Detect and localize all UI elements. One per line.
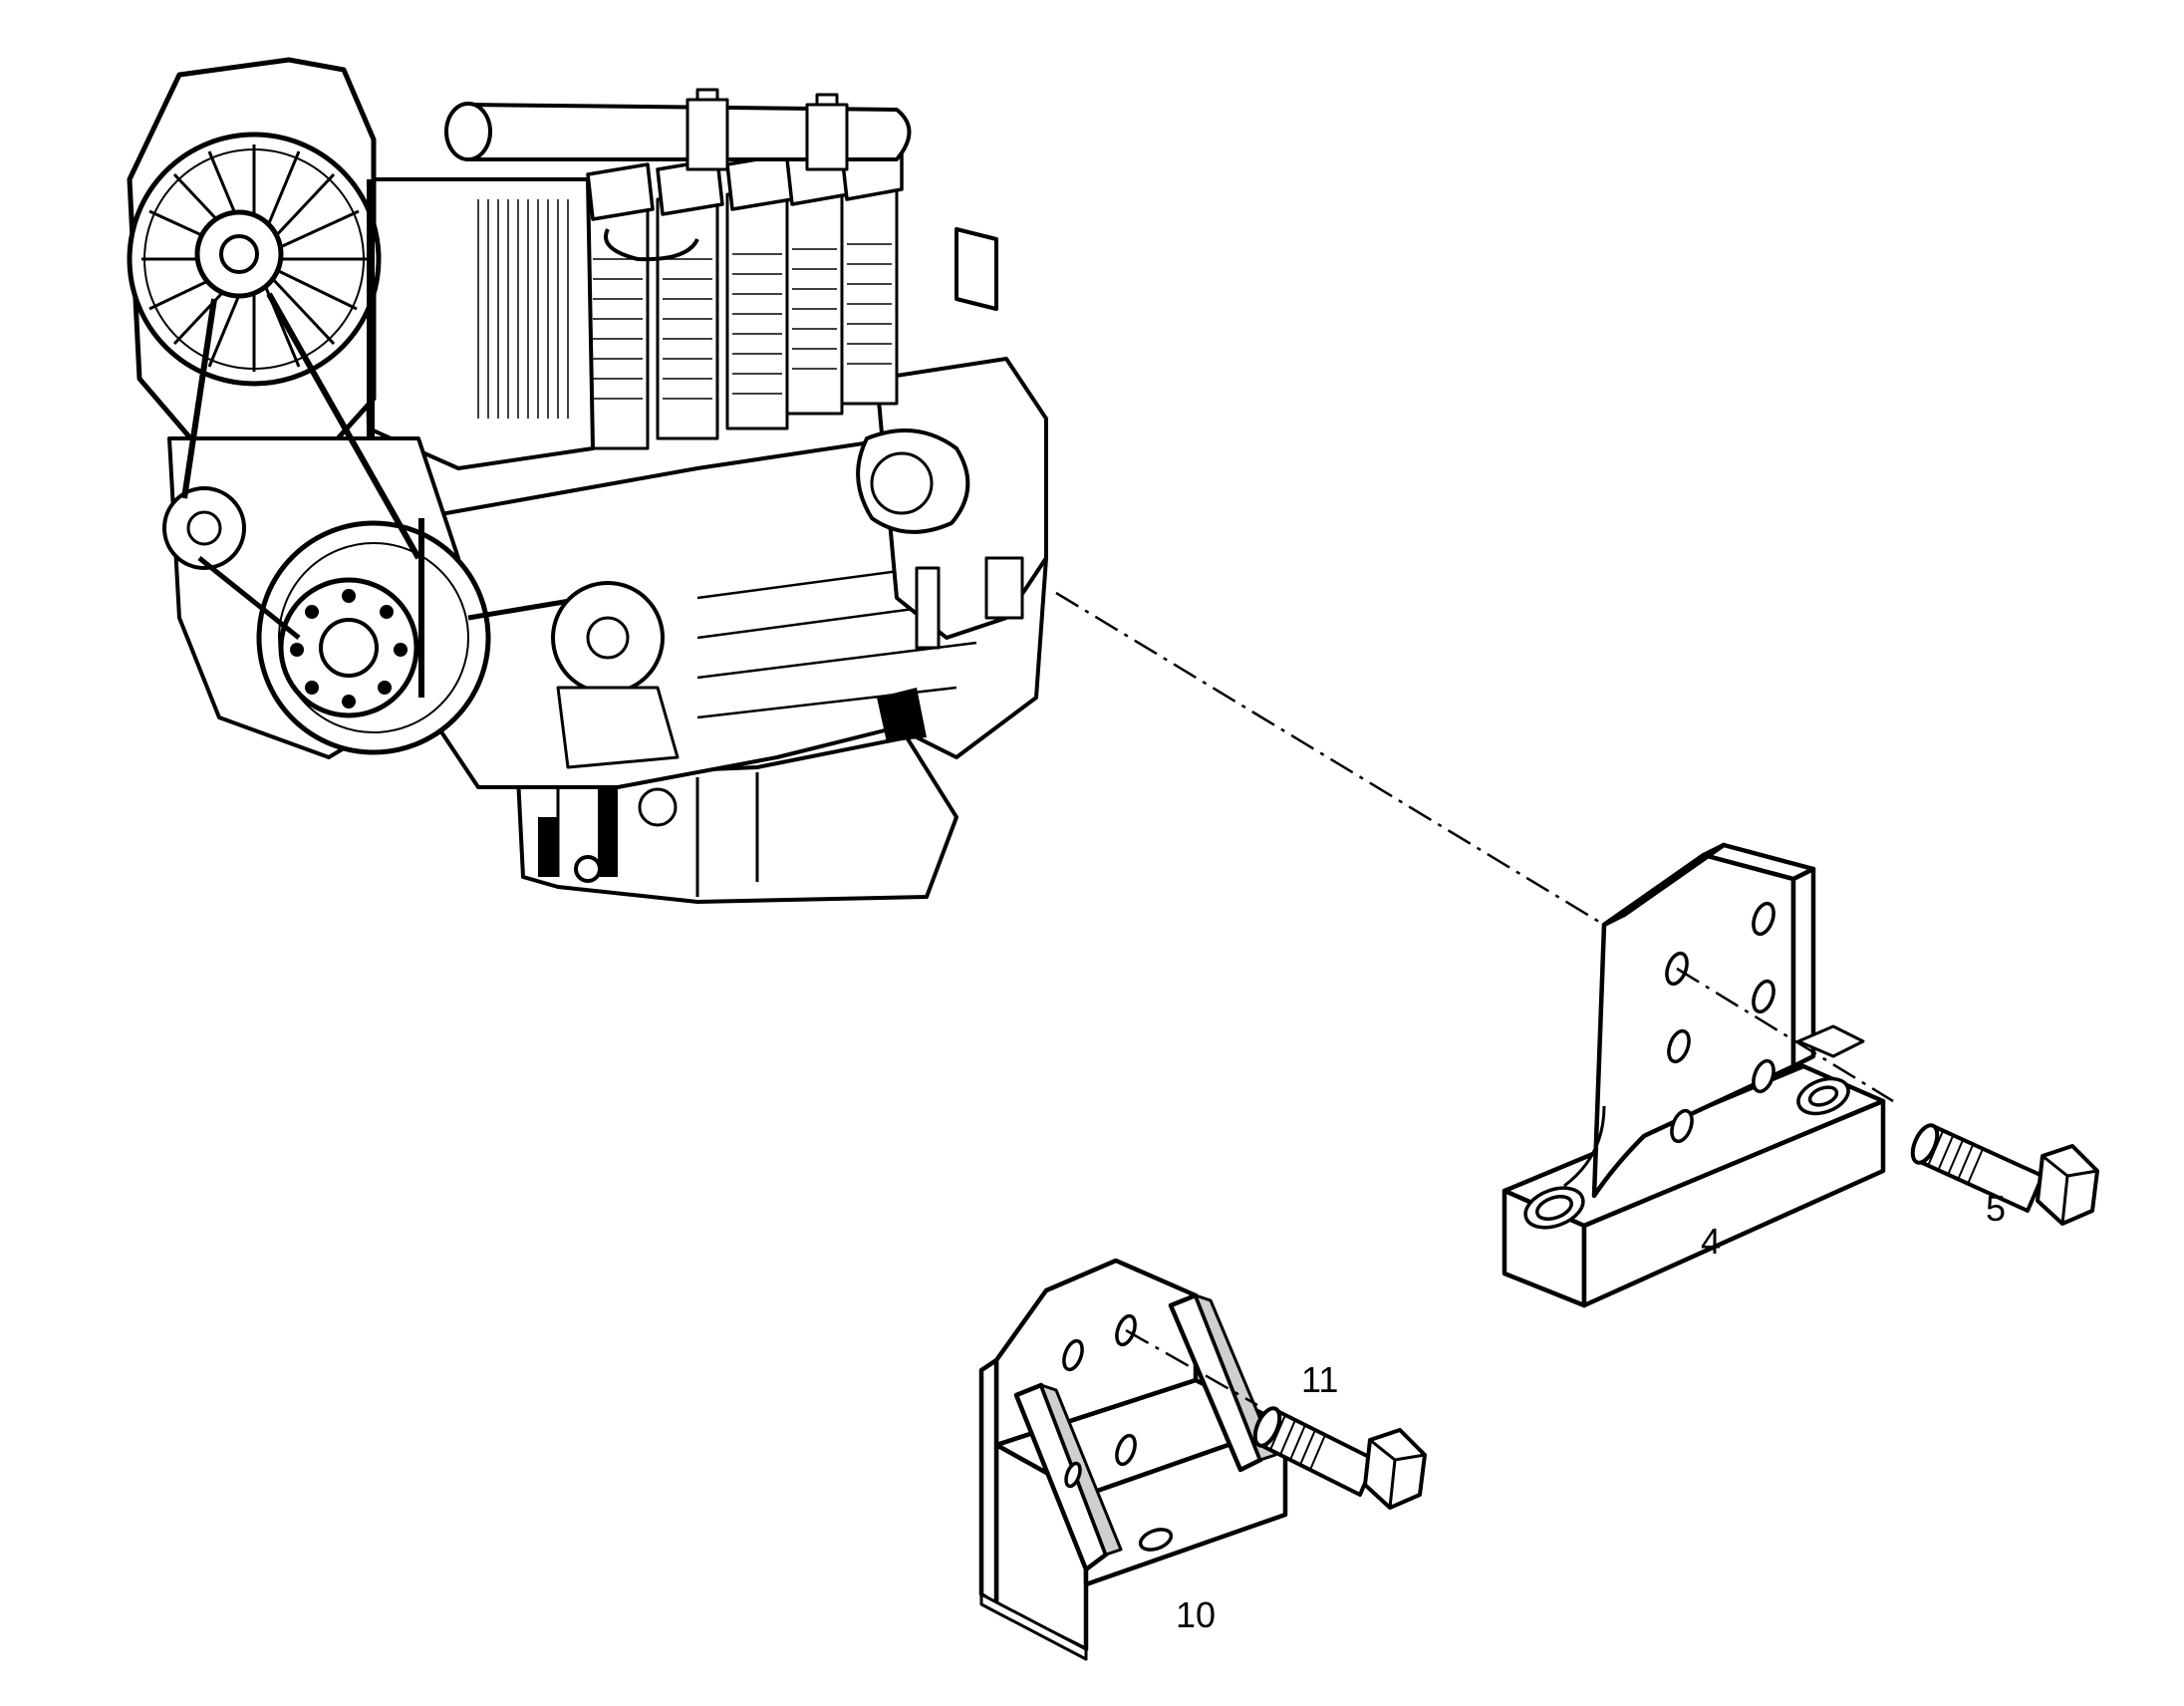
callout-label-4: 4: [1701, 1221, 1722, 1262]
callout-label-11: 11: [1301, 1359, 1339, 1400]
leader-line-bracket-to-bolt-5: [1676, 967, 1894, 1103]
engine-illustration: [127, 57, 1048, 904]
bolt-part-11: [1252, 1406, 1427, 1510]
leader-line-bracket-to-bolt-11: [1125, 1328, 1258, 1407]
callout-label-10: 10: [1176, 1594, 1217, 1635]
callout-label-5: 5: [1986, 1188, 2007, 1229]
engine-mount-bracket-large: [1502, 842, 1886, 1308]
bolt-part-5: [1910, 1123, 2099, 1226]
engine-mount-bracket-small: [978, 1258, 1288, 1661]
leader-line-engine-to-bracket: [1055, 591, 1605, 927]
